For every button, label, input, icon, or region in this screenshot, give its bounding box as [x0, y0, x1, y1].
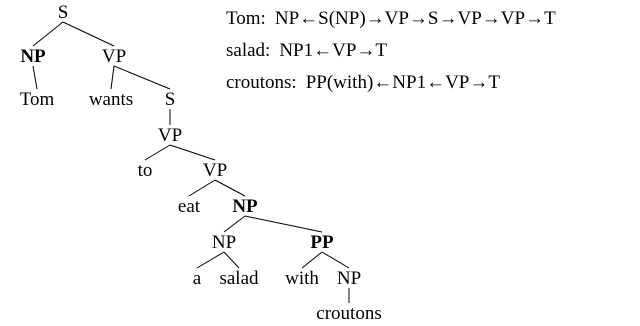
tree-edge-np1-tom — [32, 65, 38, 90]
tree-edge-np2-pp — [244, 215, 323, 233]
tree-node-tom: Tom — [20, 89, 55, 110]
path-label: salad: — [226, 40, 271, 61]
tree-edge-pp-np4 — [321, 251, 350, 269]
tree-node-np1: NP — [20, 46, 46, 67]
tree-node-salad: salad — [219, 268, 259, 289]
path-label: croutons: — [226, 72, 297, 93]
tree-node-np3: NP — [212, 232, 236, 253]
tree-edge-vp1-s2 — [113, 65, 171, 90]
tree-node-s1: S — [58, 2, 69, 23]
tree-node-vp1: VP — [102, 46, 126, 67]
path-list: Tom: NP←S(NP)→VP→S→VP→VP→T salad: NP1←VP→T… — [226, 8, 636, 104]
tree-node-a: a — [193, 268, 202, 289]
tree-node-wants: wants — [89, 89, 133, 110]
tree-edge-vp1-wants — [110, 65, 115, 90]
tree-edge-vp3-np2 — [214, 179, 246, 197]
tree-node-s2: S — [165, 89, 176, 110]
path-value: NP←S(NP)→VP→S→VP→VP→T — [274, 8, 556, 29]
tree-edge-s1-np1 — [32, 21, 64, 47]
tree-edge-np3-salad — [223, 251, 240, 269]
tree-edge-np2-np3 — [223, 215, 246, 233]
tree-edge-pp-with — [301, 251, 323, 269]
tree-node-vp3: VP — [203, 160, 227, 181]
path-row-tom: Tom: NP←S(NP)→VP→S→VP→VP→T — [226, 8, 636, 40]
tree-edge-vp2-vp3 — [169, 144, 216, 161]
path-row-croutons: croutons: PP(with)←NP1←VP→T — [226, 72, 636, 104]
tree-edge-np3-a — [196, 251, 225, 269]
tree-edge-vp3-eat — [188, 179, 216, 197]
tree-node-np2: NP — [232, 196, 258, 217]
tree-node-eat: eat — [178, 196, 201, 217]
tree-node-np4: NP — [337, 268, 361, 289]
path-value: NP1←VP→T — [279, 40, 388, 61]
tree-node-vp2: VP — [158, 125, 182, 146]
tree-node-to: to — [138, 160, 153, 181]
tree-node-with: with — [285, 268, 319, 289]
path-label: Tom: — [226, 8, 266, 29]
tree-edge-s1-vp1 — [62, 21, 115, 47]
tree-edge-vp2-to — [144, 144, 171, 161]
tree-node-pp: PP — [310, 232, 334, 253]
path-value: PP(with)←NP1←VP→T — [305, 72, 500, 93]
tree-node-croutons: croutons — [316, 303, 381, 324]
path-row-salad: salad: NP1←VP→T — [226, 40, 636, 72]
